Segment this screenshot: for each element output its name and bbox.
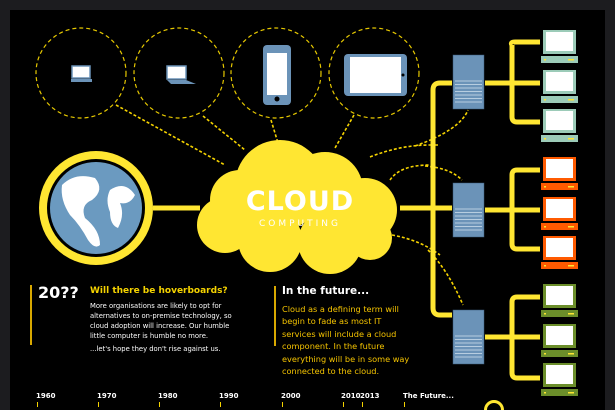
future-body: Cloud as a defining term will begin to f… [282, 304, 410, 377]
monitor-icon [541, 197, 578, 230]
cloud-title: CLOUD [245, 186, 355, 217]
timeline-label: 2010 [341, 392, 361, 400]
timeline-label: 1970 [97, 392, 117, 400]
tablet-icon [344, 54, 407, 96]
panel-body: More organisations are likely to opt for… [90, 302, 232, 340]
timeline-tick [159, 402, 160, 407]
device-circle [35, 27, 127, 119]
future-heading: In the future... [282, 285, 370, 297]
monitor-icon [541, 109, 578, 142]
timeline-label: 2013 [360, 392, 380, 400]
monitor-icon [541, 363, 578, 396]
panel-heading: Will there be hoverboards? [90, 286, 228, 296]
cloud-subtitle: COMPUTING [258, 219, 341, 229]
monitor-icon [541, 236, 578, 269]
future-marker-icon [484, 400, 504, 410]
monitor-icon [541, 157, 578, 190]
panel-note: ...let's hope they don't rise against us… [90, 345, 221, 353]
monitor-icon [541, 284, 578, 317]
server-icon [452, 54, 485, 110]
server-icon [452, 182, 485, 238]
timeline-tick [362, 402, 363, 407]
timeline-tick [220, 402, 221, 407]
device-circle [328, 27, 420, 119]
year-label: 20?? [38, 283, 79, 302]
timeline-tick [282, 402, 283, 407]
cloud-shape [197, 140, 397, 274]
device-circle [230, 27, 322, 119]
server-icon [452, 309, 485, 365]
timeline-tick [37, 402, 38, 407]
laptop-icon [166, 65, 196, 84]
monitor-icon [541, 324, 578, 357]
timeline-tick [343, 402, 344, 407]
timeline-label: 2000 [281, 392, 301, 400]
timeline-label: 1980 [158, 392, 178, 400]
timeline-tick [404, 402, 405, 407]
monitor-icon [541, 70, 578, 103]
device-circle [133, 27, 225, 119]
globe-icon [39, 151, 153, 265]
timeline-label: 1990 [219, 392, 239, 400]
timeline-label: 1960 [36, 392, 56, 400]
laptop-small-icon [71, 65, 92, 82]
monitor-icon [541, 30, 578, 63]
timeline-label: The Future... [403, 392, 454, 400]
divider [30, 285, 32, 345]
timeline-tick [98, 402, 99, 407]
divider [274, 286, 276, 346]
smartphone-icon [263, 45, 291, 105]
